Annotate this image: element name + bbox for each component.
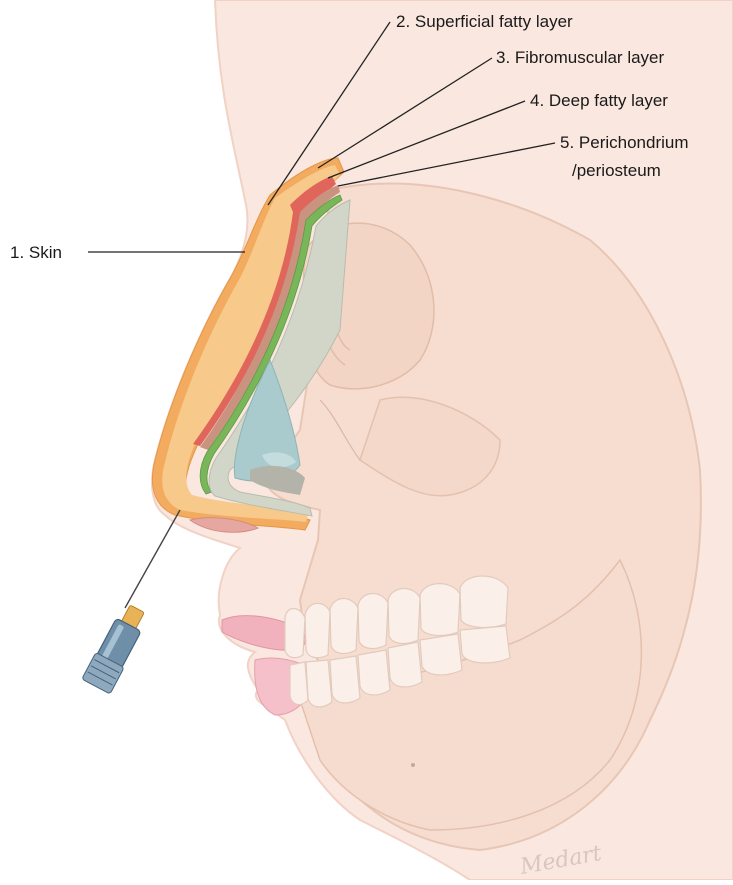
upper-tooth-7 bbox=[460, 576, 508, 627]
upper-tooth-3 bbox=[330, 598, 358, 653]
upper-tooth-5 bbox=[388, 588, 420, 643]
label-fibromuscular-layer: 3. Fibromuscular layer bbox=[496, 48, 665, 67]
upper-tooth-2 bbox=[305, 603, 330, 657]
needle bbox=[125, 510, 180, 608]
mental-foramen bbox=[411, 763, 415, 767]
label-deep-fatty-layer: 4. Deep fatty layer bbox=[530, 91, 668, 110]
label-perichondrium-line2: /periosteum bbox=[572, 161, 661, 180]
lower-tooth-7 bbox=[460, 626, 510, 663]
lower-tooth-2 bbox=[306, 660, 332, 707]
lower-tooth-6 bbox=[420, 634, 462, 675]
upper-tooth-6 bbox=[420, 584, 460, 636]
upper-tooth-1 bbox=[285, 608, 305, 657]
label-skin: 1. Skin bbox=[10, 243, 62, 262]
syringe bbox=[82, 601, 152, 694]
lower-tooth-1 bbox=[290, 662, 308, 705]
upper-tooth-4 bbox=[358, 593, 388, 648]
lower-tooth-4 bbox=[358, 650, 390, 695]
lower-tooth-5 bbox=[388, 642, 422, 687]
label-superficial-fatty-layer: 2. Superficial fatty layer bbox=[396, 12, 573, 31]
label-perichondrium-line1: 5. Perichondrium bbox=[560, 133, 689, 152]
lower-tooth-3 bbox=[330, 656, 360, 703]
